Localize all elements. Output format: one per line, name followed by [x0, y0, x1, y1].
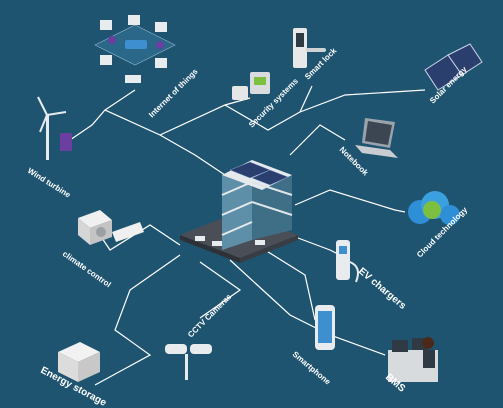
smartphone-icon: [315, 305, 335, 350]
connector-security: [159, 97, 251, 136]
connector-solar: [299, 89, 426, 113]
connector-wind: [69, 109, 106, 141]
iot-network-icon: [94, 15, 176, 83]
central-building-icon: [180, 160, 298, 263]
connector-cctv: [199, 261, 242, 319]
label-iot: Internet of things: [147, 66, 200, 119]
laptop-icon: [355, 118, 398, 158]
smart-lock-icon: [293, 28, 326, 68]
security-panel-icon: [232, 72, 270, 100]
energy-storage-icon: [58, 342, 100, 382]
connector-storage: [94, 254, 181, 386]
wind-turbine-icon: [37, 96, 72, 160]
label-wind: Wind turbine: [26, 166, 73, 200]
connector-bms: [229, 259, 386, 356]
solar-panels-icon: [424, 43, 483, 91]
connector-cloud: [294, 189, 406, 213]
connector-notebook: [289, 124, 346, 156]
connector-lines: [69, 85, 426, 386]
cctv-camera-icon: [165, 344, 212, 380]
connector-iot: [103, 89, 241, 186]
label-climate: climate control: [61, 249, 113, 289]
label-ev: EV chargers: [356, 266, 408, 312]
connector-smartphone: [264, 249, 316, 321]
connector-smartlock: [224, 85, 313, 131]
ev-charger-icon: [336, 240, 359, 283]
label-cctv: CCTV Cameras: [186, 292, 234, 340]
label-smartphone: Smartphone: [291, 350, 333, 387]
cloud-icon: [408, 191, 460, 225]
bms-operator-icon: [388, 337, 438, 382]
connector-climate: [99, 224, 181, 251]
air-conditioner-icon: [78, 210, 144, 245]
